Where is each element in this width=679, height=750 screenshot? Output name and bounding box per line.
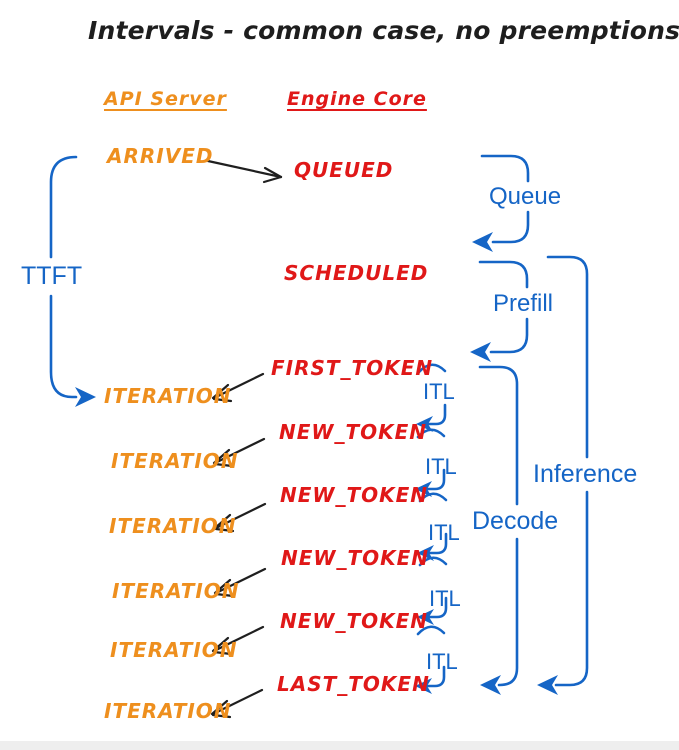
interval-label-inference: Inference — [533, 460, 638, 488]
decode-bracket — [478, 365, 519, 695]
inference-bracket — [537, 255, 589, 695]
event-iteration-4: ITERATION — [112, 579, 240, 603]
event-iteration-5: ITERATION — [110, 638, 238, 662]
event-scheduled: SCHEDULED — [284, 261, 429, 285]
event-new-token-4: NEW_TOKEN — [280, 609, 429, 633]
event-first-token: FIRST_TOKEN — [271, 356, 434, 380]
event-iteration-1: ITERATION — [104, 384, 232, 408]
queue-bracket — [472, 154, 530, 252]
interval-label-itl-1: ITL — [423, 379, 455, 404]
interval-label-ttft: TTFT — [21, 262, 83, 290]
arrived-to-queued-arrow — [206, 159, 283, 184]
interval-label-queue: Queue — [489, 183, 562, 210]
event-new-token-1: NEW_TOKEN — [279, 420, 428, 444]
token-to-iteration-arrows — [210, 372, 267, 719]
interval-label-itl-2: ITL — [425, 454, 457, 479]
interval-label-itl-4: ITL — [429, 586, 461, 611]
event-iteration-2: ITERATION — [111, 449, 239, 473]
column-header-engine-core: Engine Core — [287, 88, 427, 110]
event-iteration-6: ITERATION — [104, 699, 232, 723]
bottom-edge-strip — [0, 741, 679, 750]
ttft-bracket — [49, 155, 96, 407]
event-last-token: LAST_TOKEN — [277, 672, 430, 696]
interval-label-decode: Decode — [472, 507, 559, 535]
interval-label-prefill: Prefill — [493, 290, 554, 317]
event-new-token-3: NEW_TOKEN — [281, 546, 430, 570]
page-title: Intervals - common case, no preemptions — [88, 16, 679, 45]
column-header-api-server: API Server — [104, 88, 227, 110]
interval-label-itl-3: ITL — [428, 520, 460, 545]
event-iteration-3: ITERATION — [109, 514, 237, 538]
event-new-token-2: NEW_TOKEN — [280, 483, 429, 507]
interval-label-itl-5: ITL — [426, 649, 458, 674]
event-arrived: ARRIVED — [107, 144, 214, 168]
prefill-bracket — [470, 260, 529, 362]
event-queued: QUEUED — [294, 158, 394, 182]
